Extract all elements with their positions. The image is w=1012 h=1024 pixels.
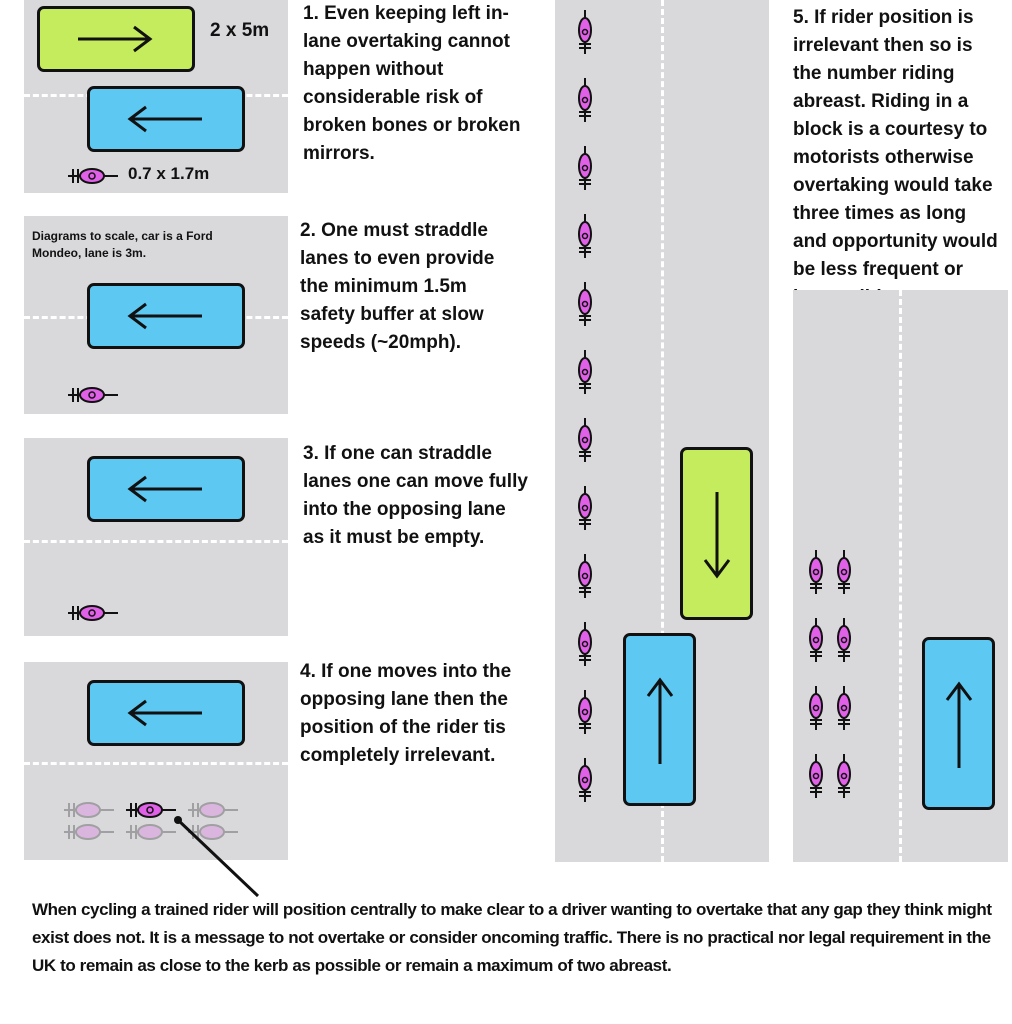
bicycle-icon — [578, 690, 592, 734]
caption-2: 2. One must straddle lanes to even provi… — [300, 220, 495, 353]
bicycle-icon — [68, 168, 118, 184]
bicycle-icon — [809, 754, 823, 798]
cyclist-block — [809, 550, 851, 798]
bicycle-icon — [68, 605, 118, 621]
car-blue-3 — [87, 456, 245, 522]
arrow-left-icon — [127, 475, 202, 503]
arrow-left-icon — [127, 699, 202, 727]
bicycle-icon — [578, 418, 592, 462]
bicycle-icon — [578, 554, 592, 598]
bicycle-icon — [578, 350, 592, 394]
bicycle-icon — [126, 802, 176, 818]
car-blue-2 — [87, 283, 245, 349]
car-size-label: 2 x 5m — [210, 20, 270, 41]
car-blue-4 — [87, 680, 245, 746]
lane-divider — [24, 762, 288, 765]
scale-note: Diagrams to scale, car is a Ford Mondeo,… — [32, 229, 213, 260]
arrow-up-icon — [945, 681, 973, 768]
caption-4: 4. If one moves into the opposing lane t… — [300, 661, 512, 766]
bicycle-icon — [578, 214, 592, 258]
ghost-bicycle-positions — [64, 802, 238, 840]
bike-size-label: 0.7 x 1.7m — [128, 164, 210, 183]
bicycle-icon — [578, 486, 592, 530]
bicycle-icon — [578, 10, 592, 54]
bicycle-icon — [578, 78, 592, 122]
caption-1: 1. Even keeping left in-lane overtaking … — [303, 3, 521, 164]
car-blue-1 — [87, 86, 245, 152]
arrow-up-icon — [646, 677, 674, 764]
bicycle-icon — [809, 550, 823, 594]
arrow-right-icon — [78, 25, 153, 53]
bicycle-icon — [809, 686, 823, 730]
arrow-down-icon — [703, 492, 731, 579]
bicycle-icon — [68, 387, 118, 403]
car-blue-block — [922, 637, 995, 810]
bicycle-icon — [837, 550, 851, 594]
bicycle-icon — [578, 758, 592, 802]
pointer-line — [174, 816, 260, 898]
footer-explanation: When cycling a trained rider will positi… — [32, 900, 992, 975]
car-blue-overtaking — [623, 633, 696, 806]
lane-divider — [661, 0, 664, 862]
bicycle-icon — [578, 282, 592, 326]
bicycle-icon — [837, 686, 851, 730]
cyclist-column — [578, 10, 592, 802]
bicycle-icon — [837, 754, 851, 798]
bicycle-icon — [578, 146, 592, 190]
caption-3: 3. If one can straddle lanes one can mov… — [303, 443, 528, 548]
bicycle-icon — [837, 618, 851, 662]
lane-divider — [899, 290, 902, 862]
car-green-overtaking — [37, 6, 195, 72]
vertical-road-right — [793, 290, 1008, 862]
arrow-left-icon — [127, 105, 202, 133]
bicycle-icon — [809, 618, 823, 662]
car-green-oncoming — [680, 447, 753, 620]
bicycle-icon — [578, 622, 592, 666]
arrow-left-icon — [127, 302, 202, 330]
caption-5: 5. If rider position is irrelevant then … — [793, 7, 998, 308]
lane-divider — [24, 540, 288, 543]
